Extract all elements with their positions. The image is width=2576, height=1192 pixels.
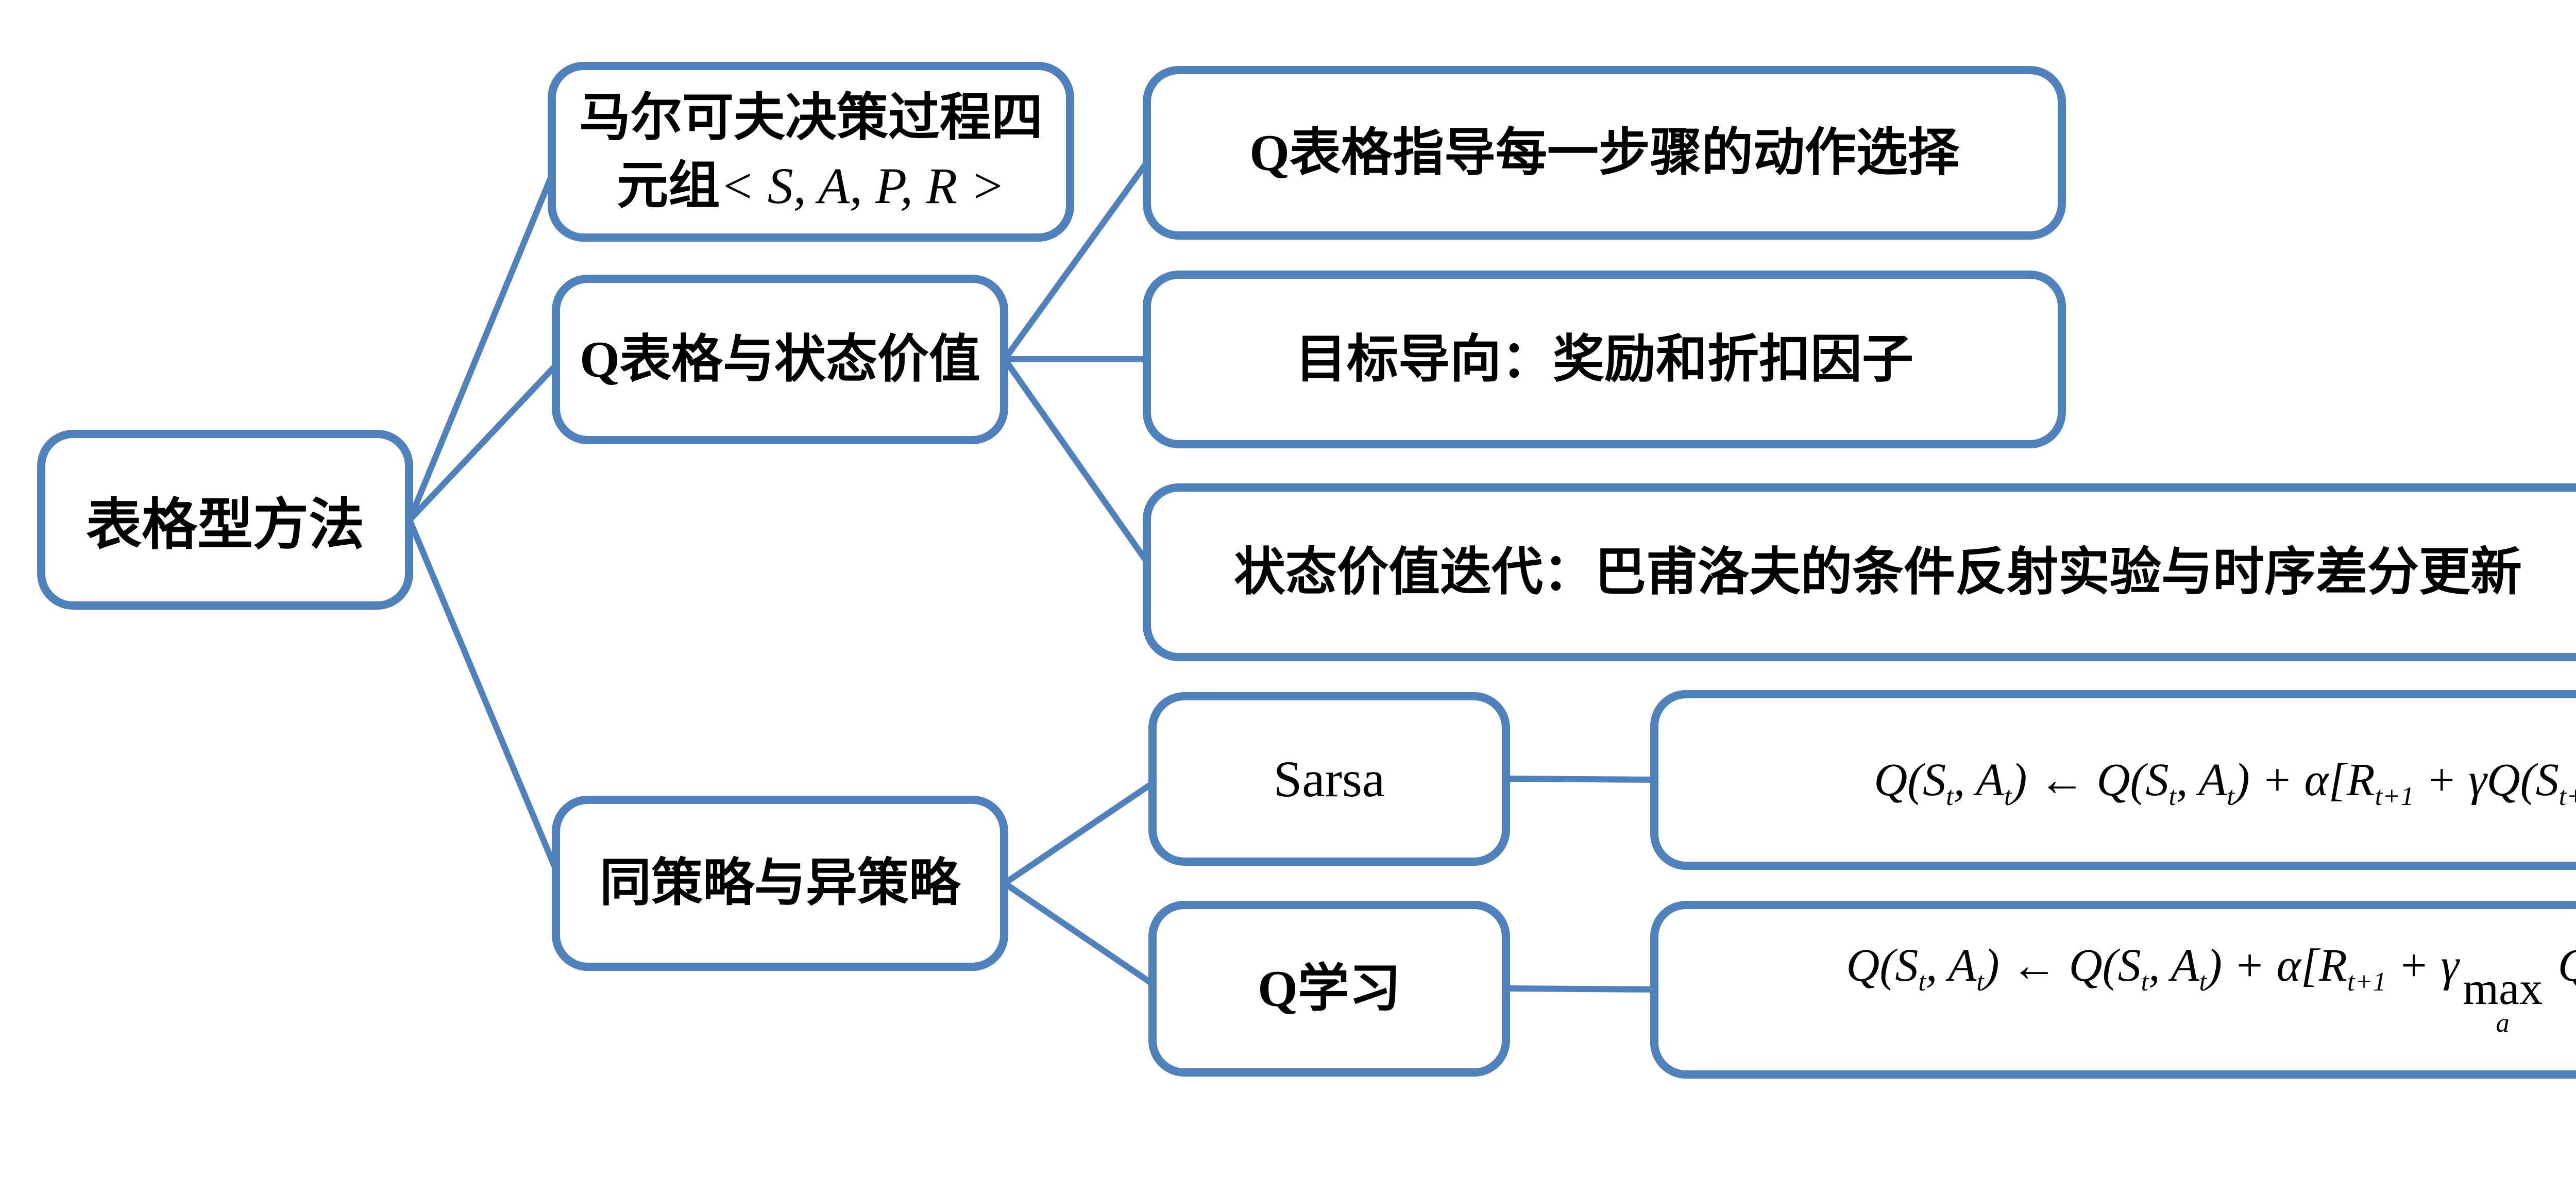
edge-root-to-mdp: [406, 148, 565, 523]
node-sarsa-label: Sarsa: [1273, 750, 1385, 808]
edge-qtable-to-value-iteration: [1002, 356, 1157, 575]
edge-policy-to-sarsa: [1002, 776, 1162, 886]
edge-root-to-policy: [406, 517, 565, 886]
node-state-value-iteration-label: 状态价值迭代：巴甫洛夫的条件反射实验与时序差分更新: [1234, 543, 2522, 601]
edge-policy-to-qlearning: [1002, 880, 1162, 992]
edge-qtable-to-action-selection: [1002, 149, 1157, 362]
node-on-off-policy: 同策略与异策略: [552, 796, 1008, 971]
node-q-table-state-value: Q表格与状态价值: [552, 275, 1008, 444]
node-state-value-iteration: 状态价值迭代：巴甫洛夫的条件反射实验与时序差分更新: [1143, 483, 2576, 661]
edge-sarsa-to-formula: [1504, 776, 1662, 783]
node-q-table-action-selection: Q表格指导每一步骤的动作选择: [1143, 66, 2066, 240]
node-q-table-action-selection-label: Q表格指导每一步骤的动作选择: [1249, 124, 1959, 181]
node-sarsa-formula: Q(St, At) ← Q(St, At) + α[Rt+1 + γQ(St+1…: [1650, 690, 2576, 870]
root-node-tabular-methods: 表格型方法: [37, 430, 413, 610]
node-mdp-tuple-label-line2: 元组< S, A, P, R >: [617, 157, 1005, 214]
node-mdp-tuple: 马尔可夫决策过程四 元组< S, A, P, R >: [548, 62, 1074, 242]
node-mdp-tuple-label-line1: 马尔可夫决策过程四: [579, 89, 1043, 146]
node-sarsa: Sarsa: [1148, 692, 1510, 866]
node-goal-oriented-label: 目标导向：奖励和折扣因子: [1295, 330, 1913, 388]
node-on-off-policy-label: 同策略与异策略: [600, 854, 960, 912]
node-goal-oriented: 目标导向：奖励和折扣因子: [1143, 271, 2066, 448]
node-q-learning-label: Q学习: [1258, 960, 1401, 1017]
sarsa-update-formula: Q(St, At) ← Q(St, At) + α[Rt+1 + γQ(St+1…: [1874, 754, 2576, 811]
root-node-label: 表格型方法: [86, 494, 364, 556]
node-q-table-state-value-label: Q表格与状态价值: [580, 330, 980, 388]
edge-root-to-qtable: [406, 356, 565, 523]
edge-qlearning-to-formula: [1504, 985, 1662, 993]
node-q-learning: Q学习: [1148, 901, 1510, 1077]
